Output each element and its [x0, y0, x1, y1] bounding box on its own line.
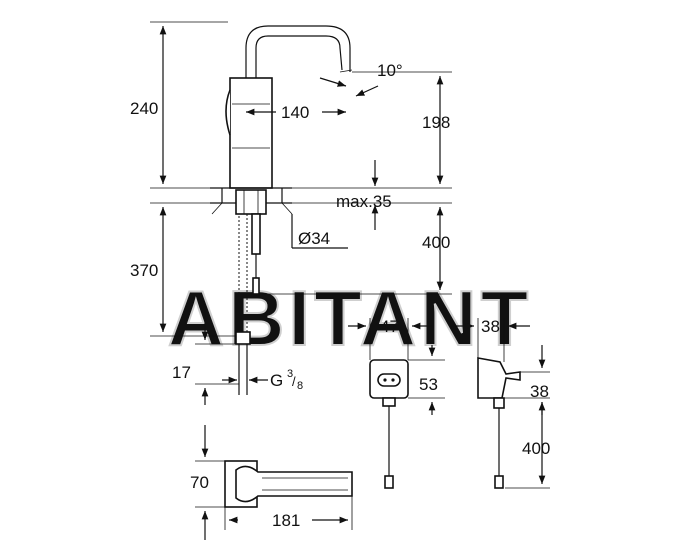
faucet-plan-view: 70 181 — [190, 425, 353, 540]
dim-hole-diameter: Ø34 — [298, 229, 330, 248]
power-supply-front: 47 53 — [348, 317, 445, 489]
dim-plan-depth: 70 — [190, 473, 209, 492]
cable-plug-front — [384, 475, 394, 489]
plan-spout-outline — [235, 465, 353, 503]
dim-line-angle — [355, 85, 379, 97]
power-supply-side: 38 38 400 — [455, 317, 550, 489]
svg-text:G: G — [270, 371, 283, 390]
dim-connection-offset: 17 — [172, 363, 191, 382]
faucet-elevation: 240 140 10° 198 max.35 Ø34 400 370 — [130, 21, 452, 405]
dim-ps-height: 53 — [419, 375, 438, 394]
power-supply-side-body — [477, 357, 521, 399]
svg-text:/: / — [292, 374, 296, 389]
fixing-nut — [235, 189, 267, 215]
dim-spout-angle: 10° — [377, 61, 403, 80]
dim-ps-side-height: 38 — [530, 382, 549, 401]
dim-cable-length: 400 — [422, 233, 450, 252]
sensor-cable — [251, 213, 261, 255]
dim-ps-width: 47 — [380, 317, 399, 336]
dim-plan-length: 181 — [272, 511, 300, 530]
faucet-body — [229, 77, 273, 189]
dim-spout-reach: 140 — [281, 103, 309, 122]
dim-ps-cable-length: 400 — [522, 439, 550, 458]
svg-text:3: 3 — [287, 368, 293, 380]
svg-text:8: 8 — [297, 380, 303, 392]
faucet-sensor — [225, 89, 231, 136]
faucet-spout — [245, 25, 351, 78]
hose-connector — [235, 331, 251, 345]
dim-hose-length: 370 — [130, 261, 158, 280]
cable-plug-side — [494, 475, 504, 489]
plug-socket-icon — [377, 373, 401, 387]
dim-deck-thickness: max.35 — [336, 192, 392, 211]
dim-ps-side-width: 38 — [481, 317, 500, 336]
dim-spout-height: 198 — [422, 113, 450, 132]
watermark: ABITANT — [168, 274, 533, 362]
dim-thread: G 3 / 8 — [270, 368, 303, 392]
dim-height-total: 240 — [130, 99, 158, 118]
